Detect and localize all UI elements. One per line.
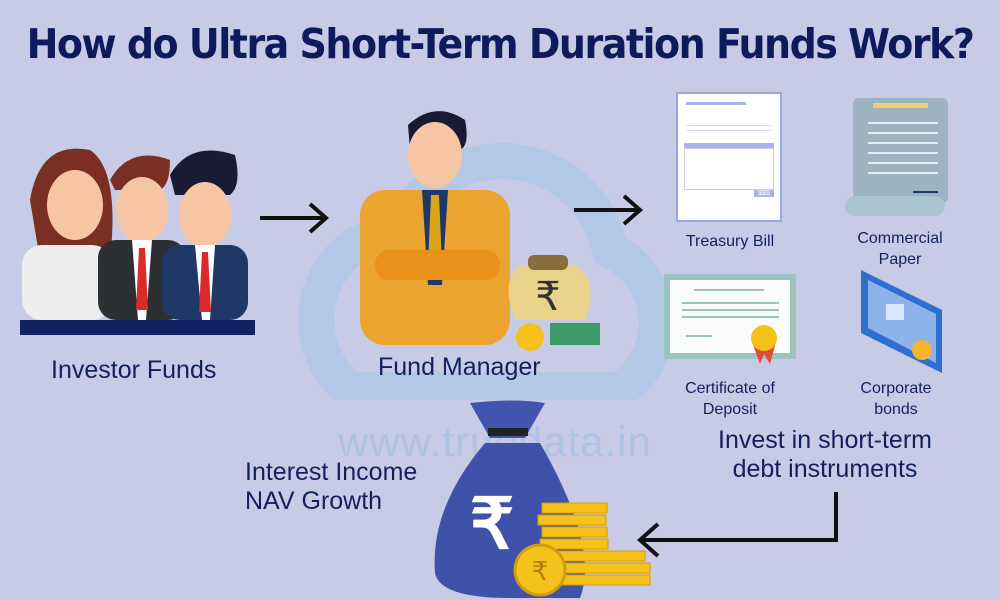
rupee-icon: ₹	[535, 275, 560, 319]
arrow-left-icon	[636, 492, 838, 558]
treasury-bill-label: Treasury Bill	[650, 231, 810, 252]
corporate-bonds-label: Corporate bonds	[816, 378, 976, 420]
treasury-bill-icon: $$$	[676, 92, 782, 222]
fund-manager-illustration: ₹	[360, 111, 600, 351]
certificate-icon	[664, 274, 796, 364]
fund-manager-label: Fund Manager	[378, 353, 541, 381]
label-line: bonds	[874, 401, 918, 418]
label-line: debt instruments	[732, 455, 918, 483]
label-line: Corporate	[860, 380, 932, 397]
rupee-icon: ₹	[470, 485, 515, 563]
label-line: Treasury Bill	[685, 233, 775, 250]
label-line: Commercial	[857, 230, 943, 247]
label-line: Certificate of	[685, 380, 775, 397]
investor-funds-label: Investor Funds	[51, 356, 217, 384]
label-line: Paper	[878, 251, 922, 268]
label-line: Interest Income	[245, 458, 418, 486]
arrow-right-icon	[574, 194, 644, 226]
page-title: How do Ultra Short-Term Duration Funds W…	[26, 20, 975, 68]
watermark-cloud-icon	[298, 143, 670, 400]
arrow-right-icon	[260, 202, 330, 234]
label-line: Invest in short-term	[718, 426, 932, 454]
money-bag-illustration: ₹ ₹	[434, 400, 651, 598]
certificate-label: Certificate of Deposit	[650, 378, 810, 420]
label-line: NAV Growth	[245, 487, 383, 515]
commercial-paper-icon	[845, 98, 948, 216]
amount-text: $$$	[754, 190, 774, 197]
svg-text:₹: ₹	[532, 556, 549, 586]
label-line: Deposit	[702, 401, 758, 418]
investors-illustration	[20, 148, 255, 335]
bond-icon	[861, 270, 942, 373]
